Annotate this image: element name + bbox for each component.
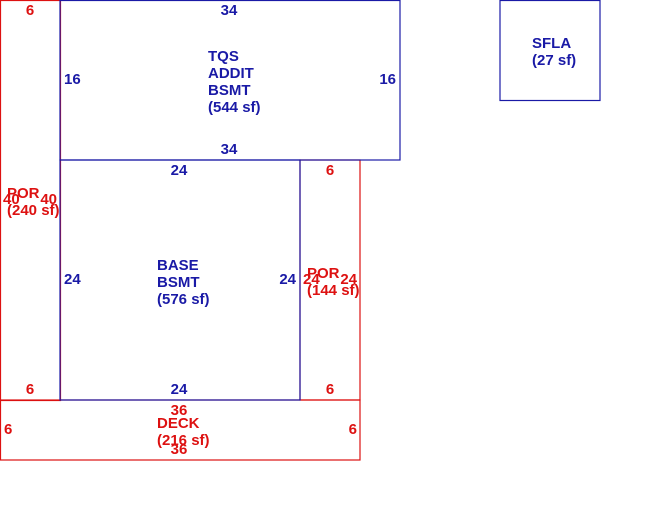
sfla-outline [499, 0, 601, 102]
base-bsmt-outline [59, 159, 301, 401]
por-left-label-line-2: (240 sf) [7, 202, 60, 219]
deck-dim-left: 6 [4, 421, 12, 438]
tqs-dim-right: 16 [379, 71, 396, 88]
por-left-dim-right: 40 [40, 191, 57, 208]
por-left-dim-bottom: 6 [26, 381, 34, 398]
tqs-label-line-4: (544 sf) [208, 99, 261, 116]
tqs-dim-left: 16 [64, 71, 81, 88]
base-dim-left: 24 [64, 271, 81, 288]
por-left-dim-left: 40 [3, 191, 20, 208]
base-dim-right: 24 [279, 271, 296, 288]
por-right-dim-top: 6 [326, 162, 334, 179]
por-right-dim-right: 24 [340, 271, 357, 288]
por-left-dim-top: 6 [26, 2, 34, 19]
por-right-dim-left: 24 [303, 271, 320, 288]
deck-dim-right: 6 [349, 421, 357, 438]
base-label-line-1: BASE [157, 257, 199, 274]
por-right-dim-bottom: 6 [326, 381, 334, 398]
base-dim-top: 24 [171, 162, 188, 179]
tqs-label-line-2: ADDIT [208, 65, 254, 82]
tqs-dim-top: 34 [221, 2, 238, 19]
sfla-label-line-2: (27 sf) [532, 52, 576, 69]
deck-label-line-1: DECK [157, 415, 200, 432]
deck-dim-top: 36 [171, 402, 188, 419]
tqs-label-line-3: BSMT [208, 82, 251, 99]
deck-dim-bottom: 36 [171, 441, 188, 458]
base-label-line-2: BSMT [157, 274, 200, 291]
por-right-label-line-1: POR [307, 265, 340, 282]
tqs-dim-bottom: 34 [221, 141, 238, 158]
tqs-label-line-1: TQS [208, 48, 239, 65]
base-dim-bottom: 24 [171, 381, 188, 398]
por-right-label-line-2: (144 sf) [307, 282, 360, 299]
sfla-label-line-1: SFLA [532, 35, 571, 52]
por-left-label-line-1: POR [7, 185, 40, 202]
base-label-line-3: (576 sf) [157, 291, 210, 308]
deck-label-line-2: (216 sf) [157, 432, 210, 449]
